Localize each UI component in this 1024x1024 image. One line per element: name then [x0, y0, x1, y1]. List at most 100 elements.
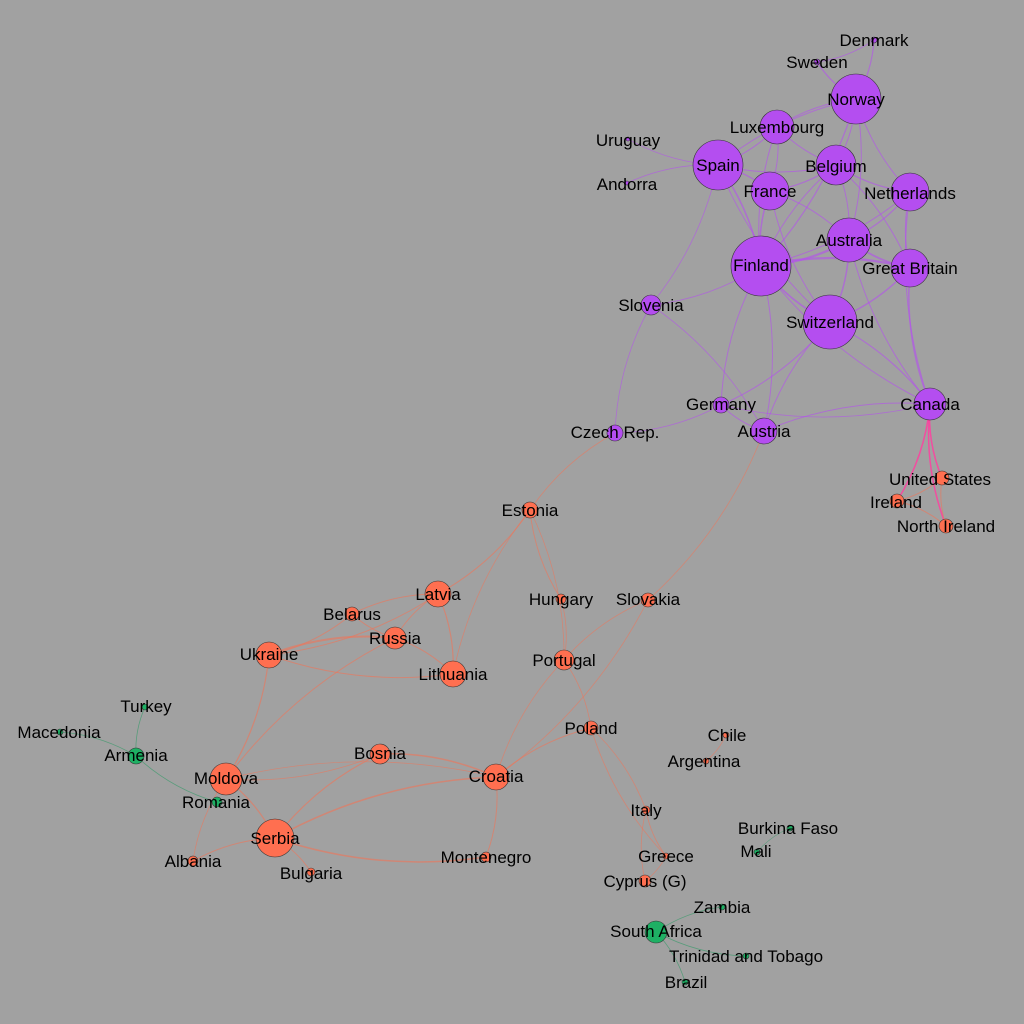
node-andorra[interactable]: [624, 180, 630, 186]
edge-austria-canada: [763, 402, 931, 432]
node-northireland[interactable]: [938, 518, 954, 534]
node-slovenia[interactable]: [640, 294, 662, 316]
node-label-spain: Spain: [696, 156, 739, 175]
node-canada[interactable]: [913, 387, 947, 421]
node-label-romania: Romania: [182, 793, 251, 812]
node-label-zambia: Zambia: [694, 898, 751, 917]
edge-ukraine-lithuania: [268, 654, 454, 679]
node-latvia[interactable]: [424, 580, 452, 608]
node-bosnia[interactable]: [369, 743, 391, 765]
node-russia[interactable]: [383, 626, 407, 650]
node-australia[interactable]: [826, 217, 872, 263]
node-romania[interactable]: [211, 796, 223, 808]
node-portugal[interactable]: [553, 649, 575, 671]
node-label-moldova: Moldova: [194, 769, 259, 788]
node-hungary[interactable]: [555, 593, 567, 605]
node-belarus[interactable]: [344, 606, 360, 622]
node-label-brazil: Brazil: [665, 973, 708, 992]
node-unitedstates[interactable]: [934, 470, 950, 486]
node-switzerland[interactable]: [802, 294, 858, 350]
node-luxembourg[interactable]: [759, 109, 795, 145]
node-macedonia[interactable]: [56, 728, 64, 736]
node-ukraine[interactable]: [255, 641, 283, 669]
node-brazil[interactable]: [681, 978, 689, 986]
node-label-ireland: Ireland: [870, 493, 922, 512]
edge-slovakia-portugal: [563, 599, 649, 661]
node-label-uruguay: Uruguay: [596, 131, 661, 150]
node-trinidad[interactable]: [742, 952, 750, 960]
node-label-poland: Poland: [565, 719, 618, 738]
node-label-bosnia: Bosnia: [354, 744, 407, 763]
node-montenegro[interactable]: [480, 851, 492, 863]
node-label-trinidad: Trinidad and Tobago: [669, 947, 823, 966]
node-label-albania: Albania: [165, 852, 222, 871]
node-label-hungary: Hungary: [529, 590, 594, 609]
node-czech[interactable]: [606, 424, 624, 442]
node-albania[interactable]: [187, 855, 199, 867]
node-label-canada: Canada: [900, 395, 960, 414]
node-slovakia[interactable]: [640, 592, 656, 608]
node-spain[interactable]: [692, 139, 744, 191]
node-label-montenegro: Montenegro: [441, 848, 532, 867]
node-belgium[interactable]: [815, 144, 857, 186]
node-label-sweden: Sweden: [786, 53, 847, 72]
node-france[interactable]: [750, 171, 790, 211]
edge-latvia-ukraine: [268, 593, 439, 656]
node-cyprus[interactable]: [638, 874, 652, 888]
edge-portugal-croatia: [495, 659, 565, 778]
node-uruguay[interactable]: [625, 136, 631, 142]
node-denmark[interactable]: [870, 36, 878, 44]
node-label-turkey: Turkey: [120, 697, 172, 716]
node-label-norway: Norway: [827, 90, 885, 109]
node-poland[interactable]: [583, 720, 599, 736]
node-southafrica[interactable]: [644, 920, 668, 944]
edge-germany-czech: [614, 404, 722, 434]
node-label-southafrica: South Africa: [610, 922, 702, 941]
node-ireland[interactable]: [889, 493, 905, 509]
node-label-slovakia: Slovakia: [616, 590, 681, 609]
node-serbia[interactable]: [255, 818, 295, 858]
node-label-cyprus: Cyprus (G): [603, 872, 686, 891]
edge-poland-greece: [590, 727, 667, 857]
node-croatia[interactable]: [482, 763, 510, 791]
node-label-belarus: Belarus: [323, 605, 381, 624]
node-label-czech: Czech Rep.: [571, 423, 660, 442]
node-lithuania[interactable]: [439, 660, 467, 688]
edge-italy-cyprus: [640, 809, 647, 882]
node-greece[interactable]: [662, 852, 670, 860]
node-zambia[interactable]: [718, 903, 726, 911]
node-label-latvia: Latvia: [415, 585, 461, 604]
node-italy[interactable]: [641, 805, 651, 815]
node-label-argentina: Argentina: [668, 752, 741, 771]
node-turkey[interactable]: [141, 703, 149, 711]
node-mali[interactable]: [753, 848, 761, 856]
node-sweden[interactable]: [813, 58, 821, 66]
node-label-austria: Austria: [738, 422, 791, 441]
edge-burkinafaso-mali: [756, 827, 791, 853]
node-moldova[interactable]: [209, 762, 243, 796]
node-label-burkinafaso: Burkina Faso: [738, 819, 838, 838]
node-label-australia: Australia: [816, 231, 883, 250]
node-greatbritain[interactable]: [890, 248, 930, 288]
node-burkinafaso[interactable]: [786, 824, 794, 832]
node-germany[interactable]: [712, 396, 730, 414]
node-label-finland: Finland: [733, 256, 789, 275]
edge-serbia-montenegro: [274, 837, 487, 863]
node-label-macedonia: Macedonia: [17, 723, 101, 742]
edge-germany-canada: [720, 403, 931, 418]
node-label-chile: Chile: [708, 726, 747, 745]
node-bulgaria[interactable]: [306, 867, 316, 877]
node-norway[interactable]: [830, 73, 882, 125]
edge-moldova-croatia: [225, 761, 497, 780]
node-austria[interactable]: [750, 417, 778, 445]
node-label-france: France: [744, 182, 797, 201]
edge-poland-italy: [590, 727, 647, 811]
node-armenia[interactable]: [127, 747, 145, 765]
node-argentina[interactable]: [702, 757, 710, 765]
node-label-russia: Russia: [369, 629, 422, 648]
node-chile[interactable]: [722, 731, 730, 739]
node-netherlands[interactable]: [890, 172, 930, 212]
node-estonia[interactable]: [521, 501, 539, 519]
node-finland[interactable]: [730, 235, 792, 297]
